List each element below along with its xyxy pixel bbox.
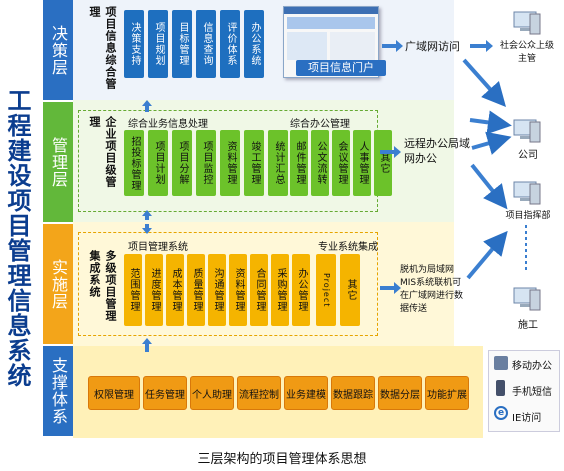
integrated-card[interactable]: 项目监控 <box>196 130 216 196</box>
special-card[interactable]: 其它 <box>340 254 360 326</box>
pm-card[interactable]: 合同管理 <box>250 254 268 326</box>
office-card[interactable]: 人事管理 <box>353 130 371 196</box>
arrow-decision-to-public <box>470 40 493 52</box>
special-card[interactable]: Project <box>316 254 336 326</box>
portal-content-b <box>330 32 375 60</box>
computer-icon <box>512 286 542 312</box>
horizontal-arrows <box>380 40 493 294</box>
arrow-impl-out <box>380 282 401 294</box>
pm-card[interactable]: 沟通管理 <box>208 254 226 326</box>
node-public: 社会公众上级主管 <box>499 41 554 64</box>
decision-card[interactable]: 项目规划 <box>148 10 168 78</box>
integrated-title: 综合业务信息处理 <box>128 119 208 130</box>
mobile-icon <box>494 356 508 370</box>
portal-label: 项目信息门户 <box>296 60 386 76</box>
support-card[interactable]: 功能扩展 <box>425 376 469 410</box>
arrow-mgmt-to-decision <box>142 100 152 112</box>
arrow-net-to-public <box>462 58 507 107</box>
diagonal-arrows <box>462 58 512 280</box>
main-title: 工程建设项目管理信息系统 <box>3 88 31 388</box>
access-ie: IE访问 <box>512 413 542 424</box>
integrated-card[interactable]: 资料管理 <box>220 130 240 196</box>
access-mobile: 移动办公 <box>512 361 552 372</box>
arrow-remote-to-company <box>471 131 512 155</box>
support-card[interactable]: 数据分层 <box>378 376 422 410</box>
support-card[interactable]: 业务建模 <box>284 376 328 410</box>
arrow-support-to-impl <box>142 338 152 352</box>
implementation-group-title: 多级项目管理集成系统 <box>88 250 117 322</box>
arrow-impl-to-mgmt <box>142 210 152 234</box>
caption: 三层架构的项目管理体系思想 <box>197 452 367 467</box>
pm-card[interactable]: 成本管理 <box>166 254 184 326</box>
implementation-frame <box>78 232 378 336</box>
management-group-title: 企业项目级管理 <box>88 116 117 188</box>
management-network-label: 远程办公局域网办公 <box>404 137 470 165</box>
node-company: 公司 <box>518 150 538 161</box>
access-sms: 手机短信 <box>512 387 552 398</box>
decision-card[interactable]: 目标管理 <box>172 10 192 78</box>
node-project-dept: 项目指挥部 <box>505 211 551 221</box>
integrated-card[interactable]: 项目分解 <box>172 130 192 196</box>
ie-icon: e <box>494 406 508 420</box>
decision-card[interactable]: 决策支持 <box>124 10 144 78</box>
layer-management: 管理层 <box>43 102 73 222</box>
integrated-card[interactable]: 统计汇总 <box>268 130 288 196</box>
portal-titlebar <box>284 7 378 14</box>
office-card[interactable]: 会议管理 <box>332 130 350 196</box>
pm-card[interactable]: 采购管理 <box>271 254 289 326</box>
computer-icon <box>512 10 542 36</box>
special-title: 专业系统集成 <box>318 242 378 253</box>
arrow-public-to-company <box>469 110 512 135</box>
office-title: 综合办公管理 <box>290 119 350 130</box>
arrow-mobile-to-site <box>466 230 508 280</box>
office-card[interactable]: 其它 <box>374 130 392 196</box>
pm-card[interactable]: 范围管理 <box>124 254 142 326</box>
node-site: 施工 <box>518 320 538 331</box>
pm-card[interactable]: 质量管理 <box>187 254 205 326</box>
decision-network-label: 广域网访问 <box>405 40 460 53</box>
implementation-network-label: 脱机为局域网MIS系统联机可在广域网进行数据传送 <box>400 265 464 314</box>
decision-card[interactable]: 评价体系 <box>220 10 240 78</box>
layer-decision: 决策层 <box>43 0 73 100</box>
computer-icon <box>512 118 542 144</box>
layer-support: 支撑体系 <box>43 346 73 436</box>
pm-title: 项目管理系统 <box>128 242 188 253</box>
layer-implementation: 实施层 <box>43 224 73 344</box>
decision-card[interactable]: 信息查询 <box>196 10 216 78</box>
arrow-decision-out <box>382 40 403 52</box>
arrow-management-out <box>380 146 401 158</box>
phone-icon <box>496 380 505 396</box>
support-card[interactable]: 权限管理 <box>88 376 140 410</box>
decision-group-title: 项目信息综合管理 <box>88 6 117 90</box>
office-card[interactable]: 邮件管理 <box>290 130 308 196</box>
pm-card[interactable]: 资料管理 <box>229 254 247 326</box>
support-card[interactable]: 数据跟踪 <box>331 376 375 410</box>
support-card[interactable]: 个人助理 <box>190 376 234 410</box>
arrow-remote-to-project <box>470 163 508 210</box>
support-card[interactable]: 流程控制 <box>237 376 281 410</box>
vertical-arrows <box>142 100 152 352</box>
support-card[interactable]: 任务管理 <box>143 376 187 410</box>
pm-card[interactable]: 进度管理 <box>145 254 163 326</box>
integrated-card[interactable]: 招投标管理 <box>124 130 144 196</box>
office-card[interactable]: 公文流转 <box>311 130 329 196</box>
integrated-card[interactable]: 竣工管理 <box>244 130 264 196</box>
portal-banner <box>287 17 375 29</box>
pm-card[interactable]: 办公管理 <box>292 254 310 326</box>
decision-card[interactable]: 办公系统 <box>244 10 264 78</box>
portal-content-a <box>287 32 327 60</box>
integrated-card[interactable]: 项目计划 <box>148 130 168 196</box>
computer-icon <box>512 180 542 206</box>
